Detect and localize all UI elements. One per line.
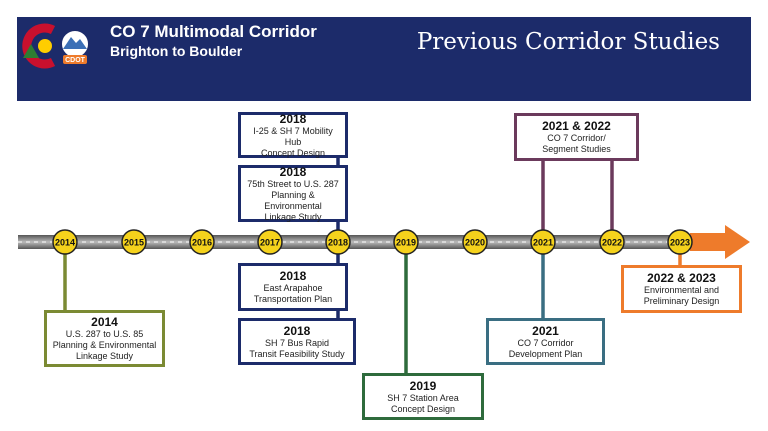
logo-badge-text: CDOT bbox=[65, 57, 86, 64]
study-year: 2014 bbox=[91, 315, 118, 329]
year-marker-dot bbox=[121, 229, 147, 255]
study-year: 2019 bbox=[409, 378, 437, 393]
year-marker-2016: 2016 bbox=[189, 229, 215, 255]
study-year: 2018 bbox=[279, 269, 307, 283]
study-description: U.S. 287 to U.S. 85 Planning & Environme… bbox=[52, 329, 157, 361]
year-marker-dot bbox=[189, 229, 215, 255]
year-marker-label: 2022 bbox=[602, 238, 622, 248]
year-marker-2017: 2017 bbox=[257, 229, 283, 255]
year-marker-dot bbox=[52, 229, 78, 255]
study-year: 2021 bbox=[532, 323, 559, 338]
year-marker-label: 2015 bbox=[124, 238, 144, 248]
year-marker-2020: 2020 bbox=[462, 229, 488, 255]
year-marker-2021: 2021 bbox=[530, 229, 556, 255]
year-marker-dot bbox=[667, 229, 693, 255]
year-marker-dot bbox=[599, 229, 625, 255]
study-year: 2018 bbox=[283, 323, 311, 338]
study-year: 2018 bbox=[279, 164, 307, 179]
study-description: SH 7 Bus Rapid Transit Feasibility Study bbox=[249, 337, 345, 359]
year-markers: 2014 2015 2016 2017 2018 2019 2020 2021 2022 2023 bbox=[52, 229, 693, 255]
timeline-arrow-icon bbox=[690, 225, 750, 259]
year-marker-dot bbox=[325, 229, 351, 255]
study-year: 2022 & 2023 bbox=[647, 271, 716, 285]
year-marker-label: 2017 bbox=[260, 238, 280, 248]
year-marker-label: 2021 bbox=[533, 238, 553, 248]
year-marker-2014: 2014 bbox=[52, 229, 78, 255]
mountain-badge-icon: CDOT bbox=[60, 29, 90, 64]
study-description: SH 7 Station Area Concept Design bbox=[387, 392, 459, 414]
year-marker-dot bbox=[462, 229, 488, 255]
study-description: East Arapahoe Transportation Plan bbox=[253, 283, 333, 304]
study-year: 2021 & 2022 bbox=[542, 119, 611, 133]
year-marker-dot bbox=[257, 229, 283, 255]
header-title: CO 7 Multimodal Corridor bbox=[110, 22, 317, 41]
study-description: Environmental and Preliminary Design bbox=[643, 285, 720, 306]
year-marker-label: 2020 bbox=[465, 238, 485, 248]
year-marker-2015: 2015 bbox=[121, 229, 147, 255]
header-subtitle: Brighton to Boulder bbox=[110, 43, 243, 59]
year-marker-dot bbox=[393, 229, 419, 255]
year-marker-label: 2016 bbox=[192, 238, 212, 248]
colorado-c-icon bbox=[22, 23, 56, 69]
year-marker-label: 2019 bbox=[396, 238, 416, 248]
cdot-logo: CDOT bbox=[22, 23, 90, 69]
study-description: CO 7 Corridor Development Plan bbox=[508, 337, 583, 359]
year-marker-label: 2014 bbox=[55, 238, 75, 248]
year-marker-label: 2018 bbox=[328, 238, 348, 248]
study-description: 75th Street to U.S. 287 Planning & Envir… bbox=[247, 178, 339, 222]
year-marker-2023: 2023 bbox=[667, 229, 693, 255]
study-description: I-25 & SH 7 Mobility Hub Concept Design bbox=[253, 125, 333, 158]
year-marker-2019: 2019 bbox=[393, 229, 419, 255]
header-banner bbox=[17, 17, 751, 101]
year-marker-2022: 2022 bbox=[599, 229, 625, 255]
study-year: 2018 bbox=[279, 111, 307, 126]
study-description: CO 7 Corridor/ Segment Studies bbox=[542, 133, 611, 154]
year-marker-label: 2023 bbox=[670, 238, 690, 248]
year-marker-dot bbox=[530, 229, 556, 255]
year-marker-2018: 2018 bbox=[325, 229, 351, 255]
page-title: Previous Corridor Studies bbox=[416, 29, 720, 55]
